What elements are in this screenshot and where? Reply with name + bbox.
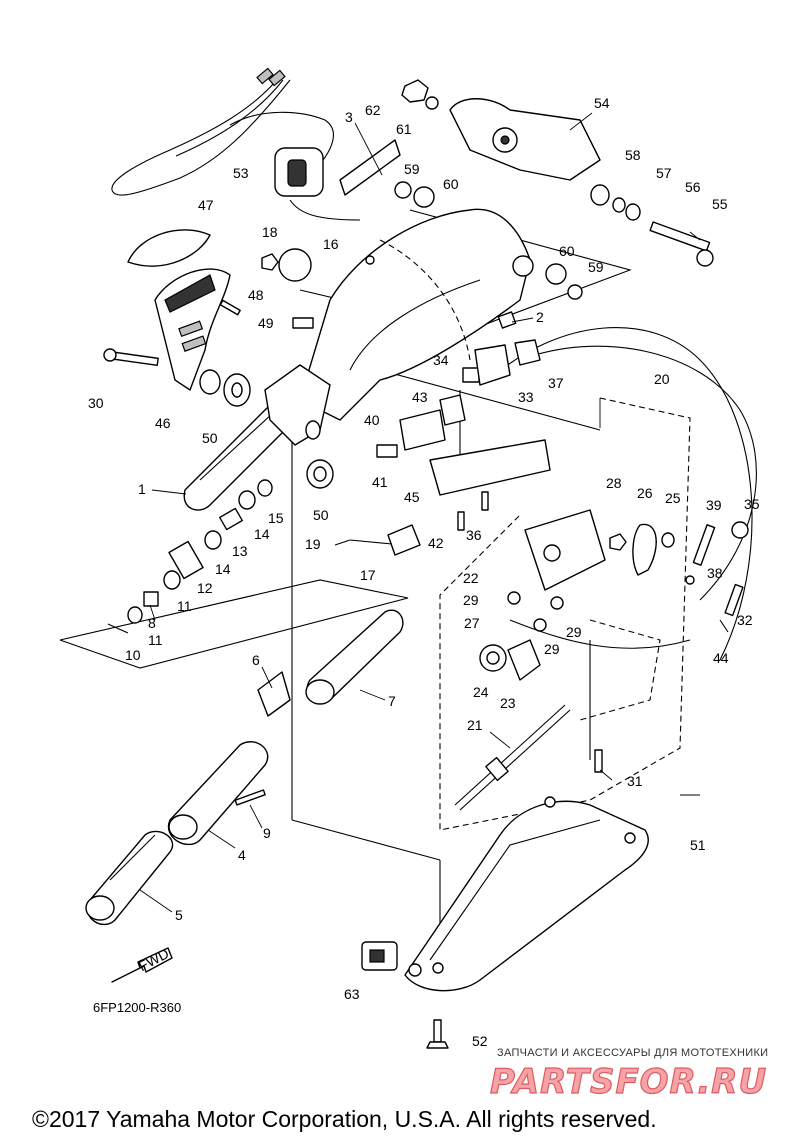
callout-60b: 60 — [559, 243, 575, 259]
callout-14a: 14 — [254, 526, 270, 542]
tiller-arm-body — [299, 208, 534, 421]
callout-34: 34 — [433, 352, 449, 368]
callout-52: 52 — [472, 1033, 488, 1049]
callout-59b: 59 — [588, 259, 604, 275]
fwd-label: FWD — [136, 945, 172, 974]
callout-labels: 1 2 3 4 5 6 7 8 9 10 11 11 12 13 14 14 1… — [88, 95, 760, 1049]
callout-1: 1 — [138, 481, 146, 497]
callout-29c: 29 — [544, 641, 560, 657]
callout-46: 46 — [155, 415, 171, 431]
callout-56: 56 — [685, 179, 701, 195]
callout-3: 3 — [345, 109, 353, 125]
callout-19: 19 — [305, 536, 321, 552]
callout-38: 38 — [707, 565, 723, 581]
callout-47: 47 — [198, 197, 214, 213]
callout-leaders — [139, 112, 701, 913]
callout-59a: 59 — [404, 161, 420, 177]
twist-grip-parts — [85, 609, 404, 926]
callout-55: 55 — [712, 196, 728, 212]
callout-60a: 60 — [443, 176, 459, 192]
callout-22: 22 — [463, 570, 479, 586]
callout-13: 13 — [232, 543, 248, 559]
callout-28: 28 — [606, 475, 622, 491]
callout-43: 43 — [412, 389, 428, 405]
callout-45: 45 — [404, 489, 420, 505]
callout-63: 63 — [344, 986, 360, 1002]
callout-14b: 14 — [215, 561, 231, 577]
callout-24: 24 — [473, 684, 489, 700]
callout-18: 18 — [262, 224, 278, 240]
callout-30: 30 — [88, 395, 104, 411]
callout-31: 31 — [627, 773, 643, 789]
callout-25: 25 — [665, 490, 681, 506]
bottom-cover — [361, 796, 649, 1049]
callout-29a: 29 — [463, 592, 479, 608]
callout-12: 12 — [197, 580, 213, 596]
callout-35: 35 — [744, 496, 760, 512]
callout-51: 51 — [690, 837, 706, 853]
callout-39: 39 — [706, 497, 722, 513]
callout-41: 41 — [372, 474, 388, 490]
callout-62: 62 — [365, 102, 381, 118]
callout-17: 17 — [360, 567, 376, 583]
handle-grip-assembly — [103, 229, 334, 511]
callout-10: 10 — [125, 647, 141, 663]
callout-2: 2 — [536, 309, 544, 325]
callout-37: 37 — [548, 375, 564, 391]
callout-49: 49 — [258, 315, 274, 331]
control-cables — [111, 67, 757, 661]
callout-15: 15 — [268, 510, 284, 526]
callout-5: 5 — [175, 907, 183, 923]
callout-23: 23 — [500, 695, 516, 711]
callout-6: 6 — [252, 652, 260, 668]
watermark-logo: PARTSFOR.RU — [490, 1062, 767, 1102]
callout-42: 42 — [428, 535, 444, 551]
callout-54: 54 — [594, 95, 610, 111]
callout-7: 7 — [388, 693, 396, 709]
callout-36: 36 — [466, 527, 482, 543]
callout-20: 20 — [654, 371, 670, 387]
callout-4: 4 — [238, 847, 246, 863]
callout-27: 27 — [464, 615, 480, 631]
callout-11a: 11 — [148, 632, 163, 648]
drawing-code: 6FP1200-R360 — [93, 1000, 181, 1015]
fwd-arrow-icon: FWD — [111, 945, 173, 983]
callout-9: 9 — [263, 825, 271, 841]
callout-8: 8 — [148, 615, 156, 631]
callout-61: 61 — [396, 121, 412, 137]
callout-11b: 11 — [177, 598, 192, 614]
callout-53: 53 — [233, 165, 249, 181]
callout-48: 48 — [248, 287, 264, 303]
callout-50b: 50 — [313, 507, 329, 523]
callout-57: 57 — [656, 165, 672, 181]
callout-58: 58 — [625, 147, 641, 163]
callout-44: 44 — [713, 650, 729, 666]
watermark: ЗАПЧАСТИ И АКСЕССУАРЫ ДЛЯ МОТОТЕХНИКИ PA… — [489, 1047, 768, 1103]
callout-29b: 29 — [566, 624, 582, 640]
callout-26: 26 — [637, 485, 653, 501]
callout-16: 16 — [323, 236, 339, 252]
callout-21: 21 — [467, 717, 483, 733]
friction-parts-stack — [107, 479, 273, 634]
watermark-caption: ЗАПЧАСТИ И АКСЕССУАРЫ ДЛЯ МОТОТЕХНИКИ — [497, 1047, 768, 1059]
callout-40: 40 — [364, 412, 380, 428]
callout-33: 33 — [518, 389, 534, 405]
shift-mechanism — [261, 79, 749, 811]
copyright-notice: ©2017 Yamaha Motor Corporation, U.S.A. A… — [32, 1106, 657, 1132]
callout-50a: 50 — [202, 430, 218, 446]
callout-32: 32 — [737, 612, 753, 628]
